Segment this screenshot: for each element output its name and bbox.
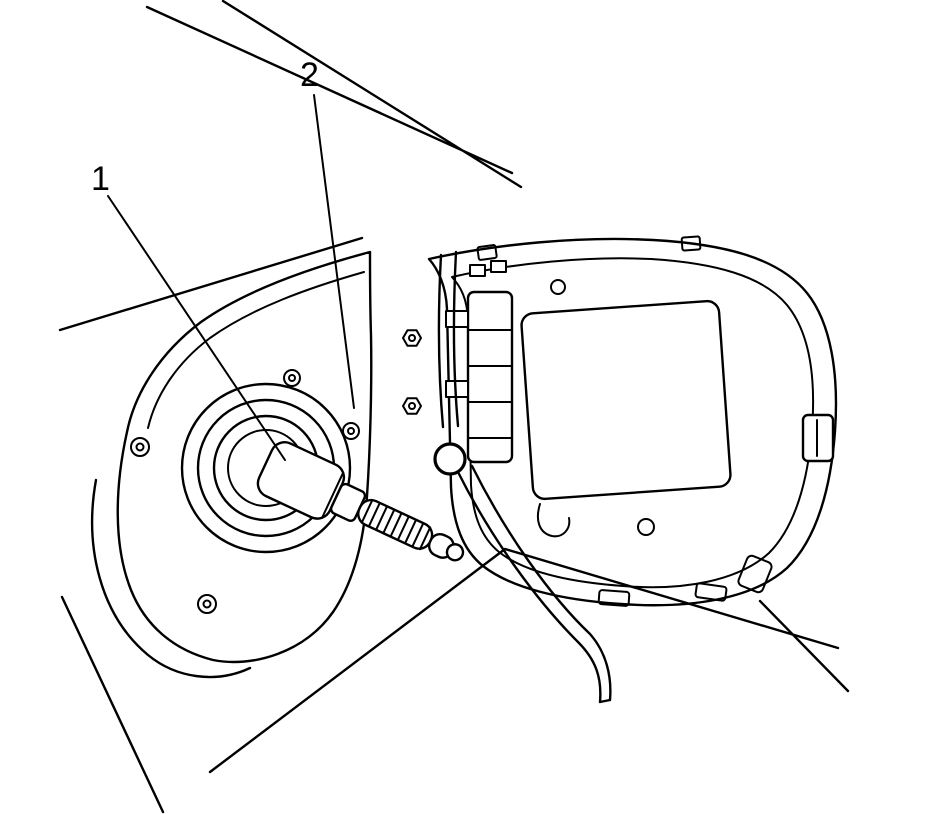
connector-tip-end [445, 543, 465, 562]
bolt-circle [283, 369, 301, 387]
bolt-circle [347, 427, 355, 435]
bracket-tab [680, 235, 702, 252]
bolt-circle [135, 442, 145, 452]
mount-plate [466, 290, 514, 464]
bracket-hook-clip [536, 503, 571, 538]
mount-ring-circle [180, 382, 352, 554]
bolt-detail [283, 369, 301, 387]
callout-1-leader-line [107, 195, 286, 461]
bracket-corner-clip [737, 554, 773, 594]
bolt-detail [197, 594, 217, 614]
bolt-circle [202, 599, 212, 609]
lower-body-crease-lines [60, 547, 850, 814]
bracket-inner-outline [451, 257, 815, 589]
callout-2-leader-line [313, 94, 355, 409]
grommet-circle [433, 442, 467, 476]
mirror-mount-panel [90, 250, 373, 679]
cable-ribs [360, 499, 432, 551]
bolt-detail [130, 437, 150, 457]
mount-plate-divisions [467, 329, 513, 439]
hex-bolt-center [408, 334, 416, 342]
mount-tab [445, 380, 469, 398]
hex-bolt [402, 329, 422, 347]
callout-2: 2 [300, 56, 355, 409]
top-clip-block [469, 264, 486, 277]
bracket-hole [637, 518, 655, 536]
callout-2-label: 2 [300, 56, 319, 94]
hex-bolt-center [408, 402, 416, 410]
mount-tab [445, 310, 469, 328]
body-panel-lines [58, 0, 850, 814]
cable-lines [456, 464, 612, 704]
bracket-outer-outline [427, 237, 838, 607]
bracket-window-opening [520, 299, 732, 501]
mirror-bracket [427, 235, 838, 607]
panel-corner-flange [90, 478, 252, 679]
pillar-crease-lines [145, 0, 523, 189]
bolt-circle [130, 437, 150, 457]
panel-inner-edge-line [147, 271, 365, 429]
bracket-tab [476, 244, 498, 261]
connector-seam [321, 471, 345, 519]
bracket-hole [550, 279, 566, 295]
callout-1: 1 [91, 160, 286, 461]
bolt-circle [197, 594, 217, 614]
bolt-circle [342, 422, 360, 440]
bracket-bottom-clip [597, 589, 631, 607]
harness-connector [256, 441, 465, 562]
bolt-detail [342, 422, 360, 440]
top-clip-block [490, 260, 507, 273]
bolt-circle [288, 374, 296, 382]
harness-cable [456, 464, 612, 704]
panel-outline [116, 250, 373, 664]
callout-1-label: 1 [91, 160, 110, 198]
harness-grommet-hardware [402, 250, 514, 476]
bracket-bottom-clip [694, 582, 728, 602]
harness-channel-lines [437, 250, 460, 429]
hex-bolt [402, 397, 422, 415]
hood-crease-line [58, 236, 364, 332]
